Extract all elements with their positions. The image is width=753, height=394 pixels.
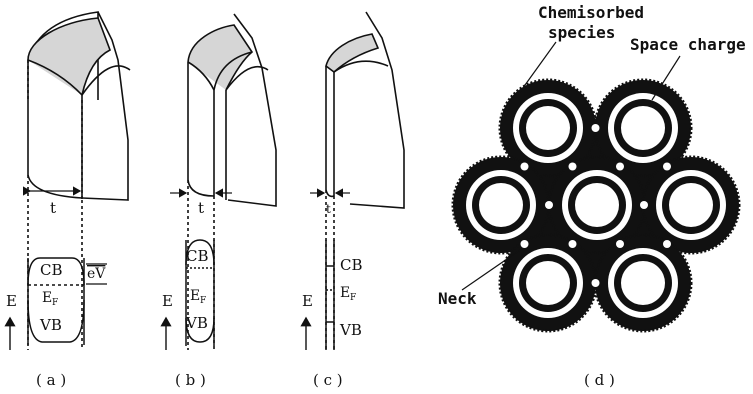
neck — [521, 163, 529, 171]
neck — [640, 201, 648, 209]
panel-a-e-axis-label: E — [6, 292, 17, 310]
panel-b-caption: ( b ) — [175, 371, 206, 389]
panel-c-caption: ( c ) — [313, 371, 343, 389]
grain-core — [669, 183, 713, 227]
neck — [616, 163, 624, 171]
panel-c-ef-sub: F — [350, 293, 356, 303]
panel-a-ev: eV — [87, 266, 106, 282]
grain-core — [526, 261, 570, 305]
grain-core — [621, 261, 665, 305]
panel-a: t CB eV E F VB E ( a ) — [6, 12, 130, 389]
panel-a-ef-sub: F — [52, 298, 58, 308]
panel-d-label-chemisorbed-line2: species — [548, 23, 615, 42]
grain-core — [575, 183, 619, 227]
grain-bottom-left — [500, 235, 596, 331]
grain-core — [479, 183, 523, 227]
panel-a-t-label: t — [50, 199, 56, 217]
panel-c-e-axis-label: E — [302, 292, 313, 310]
neck — [569, 163, 577, 171]
neck — [663, 240, 671, 248]
panel-d-caption: ( d ) — [584, 371, 615, 389]
neck — [592, 124, 600, 132]
panel-a-ef: E — [42, 290, 52, 306]
panel-a-cb: CB — [40, 261, 63, 279]
neck — [616, 240, 624, 248]
panel-b-ef-sub: F — [200, 296, 206, 306]
neck — [545, 201, 553, 209]
neck — [592, 279, 600, 287]
neck — [663, 163, 671, 171]
grain-core — [526, 106, 570, 150]
panel-c-grain-drawing — [326, 12, 404, 350]
panel-d-label-neck: Neck — [438, 289, 477, 308]
panel-c-t-label: t — [326, 202, 331, 216]
panel-a-vb: VB — [39, 316, 62, 334]
panel-c-cb: CB — [340, 256, 363, 274]
panel-b-vb: VB — [185, 314, 208, 332]
panel-b-t-label: t — [198, 199, 204, 217]
grain-bottom-right — [595, 235, 691, 331]
panel-b-e-axis-label: E — [162, 292, 173, 310]
panel-c-vb: VB — [339, 321, 362, 339]
panel-b-ef: E — [190, 288, 200, 304]
panel-b-cb: CB — [186, 247, 209, 265]
grain-core — [621, 106, 665, 150]
neck — [569, 240, 577, 248]
panel-c: t CB E F VB E ( c ) — [302, 12, 404, 389]
panel-d-cluster — [453, 80, 739, 331]
panel-d-label-chemisorbed-line1: Chemisorbed — [538, 3, 644, 22]
panel-c-band-diagram — [326, 240, 334, 350]
panel-d-label-space-charge: Space charge — [630, 35, 746, 54]
panel-d: Chemisorbed species Space charge Neck ( … — [438, 3, 746, 389]
neck — [521, 240, 529, 248]
panel-a-caption: ( a ) — [36, 371, 66, 389]
panel-b: t CB E F VB E ( b ) — [162, 14, 276, 389]
panel-c-ef: E — [340, 285, 350, 301]
